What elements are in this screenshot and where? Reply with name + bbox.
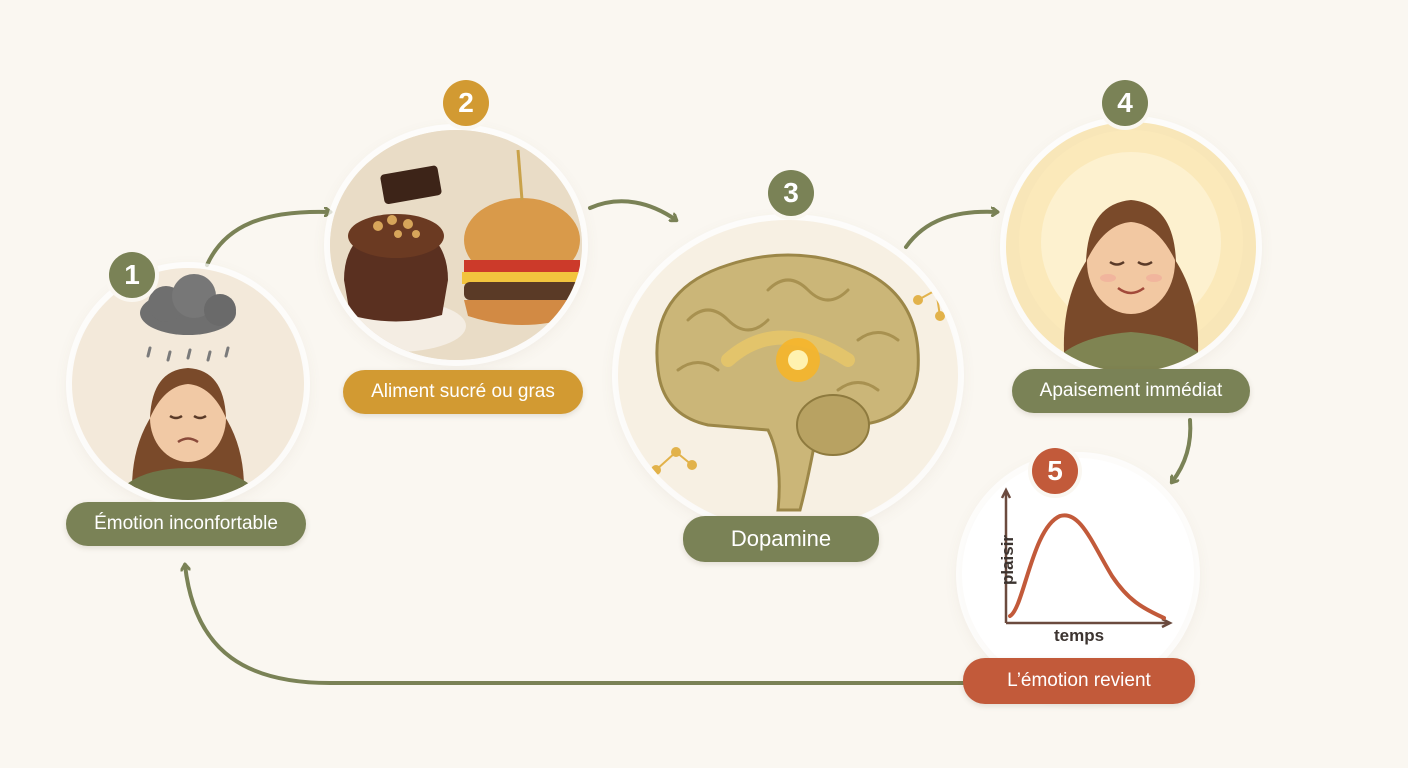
step-5-label-text: L’émotion revient (1007, 670, 1151, 691)
step-1-illustration (72, 268, 304, 500)
step-2-label-text: Aliment sucré ou gras (371, 381, 555, 402)
step-3-label: Dopamine (683, 516, 879, 562)
arrow-3-to-4 (904, 212, 997, 249)
pleasure-curve-chart-icon (1000, 487, 1173, 629)
step-2-illustration (330, 130, 582, 360)
step-1-badge: 1 (109, 252, 155, 298)
step-4-label-text: Apaisement immédiat (1039, 380, 1223, 401)
step-3-number: 3 (783, 177, 799, 208)
step-1-number: 1 (124, 259, 140, 290)
step-5-badge: 5 (1032, 448, 1078, 494)
sad-woman-rain-cloud-icon (112, 274, 264, 500)
step-5-label: L’émotion revient (963, 658, 1195, 704)
step-4-badge: 4 (1102, 80, 1148, 126)
cake-burger-chocolate-icon (330, 130, 582, 360)
step-3-label-text: Dopamine (730, 526, 832, 551)
step-1-label: Émotion inconfortable (66, 502, 306, 546)
pleasure-curve (1008, 513, 1166, 620)
step-1-label-text: Émotion inconfortable (94, 513, 278, 534)
step-2-number: 2 (458, 87, 474, 118)
arrow-2-to-3 (588, 199, 676, 220)
step-4-number: 4 (1117, 87, 1133, 118)
step-5-number: 5 (1047, 455, 1063, 486)
step-5-illustration: plaisir temps (962, 458, 1194, 690)
step-2-badge: 2 (443, 80, 489, 126)
arrow-4-to-5 (1172, 418, 1193, 482)
step-4-label: Apaisement immédiat (1012, 369, 1250, 413)
arrow-5-to-1 (185, 565, 967, 685)
brain-dopamine-icon (651, 253, 945, 512)
arrow-1-to-2 (205, 212, 330, 267)
step-2-label: Aliment sucré ou gras (343, 370, 583, 414)
chart-y-label: plaisir (998, 534, 1017, 586)
step-3-illustration (618, 220, 958, 530)
chart-x-label: temps (1054, 626, 1105, 645)
calm-woman-glow-icon (1019, 130, 1243, 372)
step-3-badge: 3 (768, 170, 814, 216)
step-4-illustration (1006, 122, 1256, 372)
